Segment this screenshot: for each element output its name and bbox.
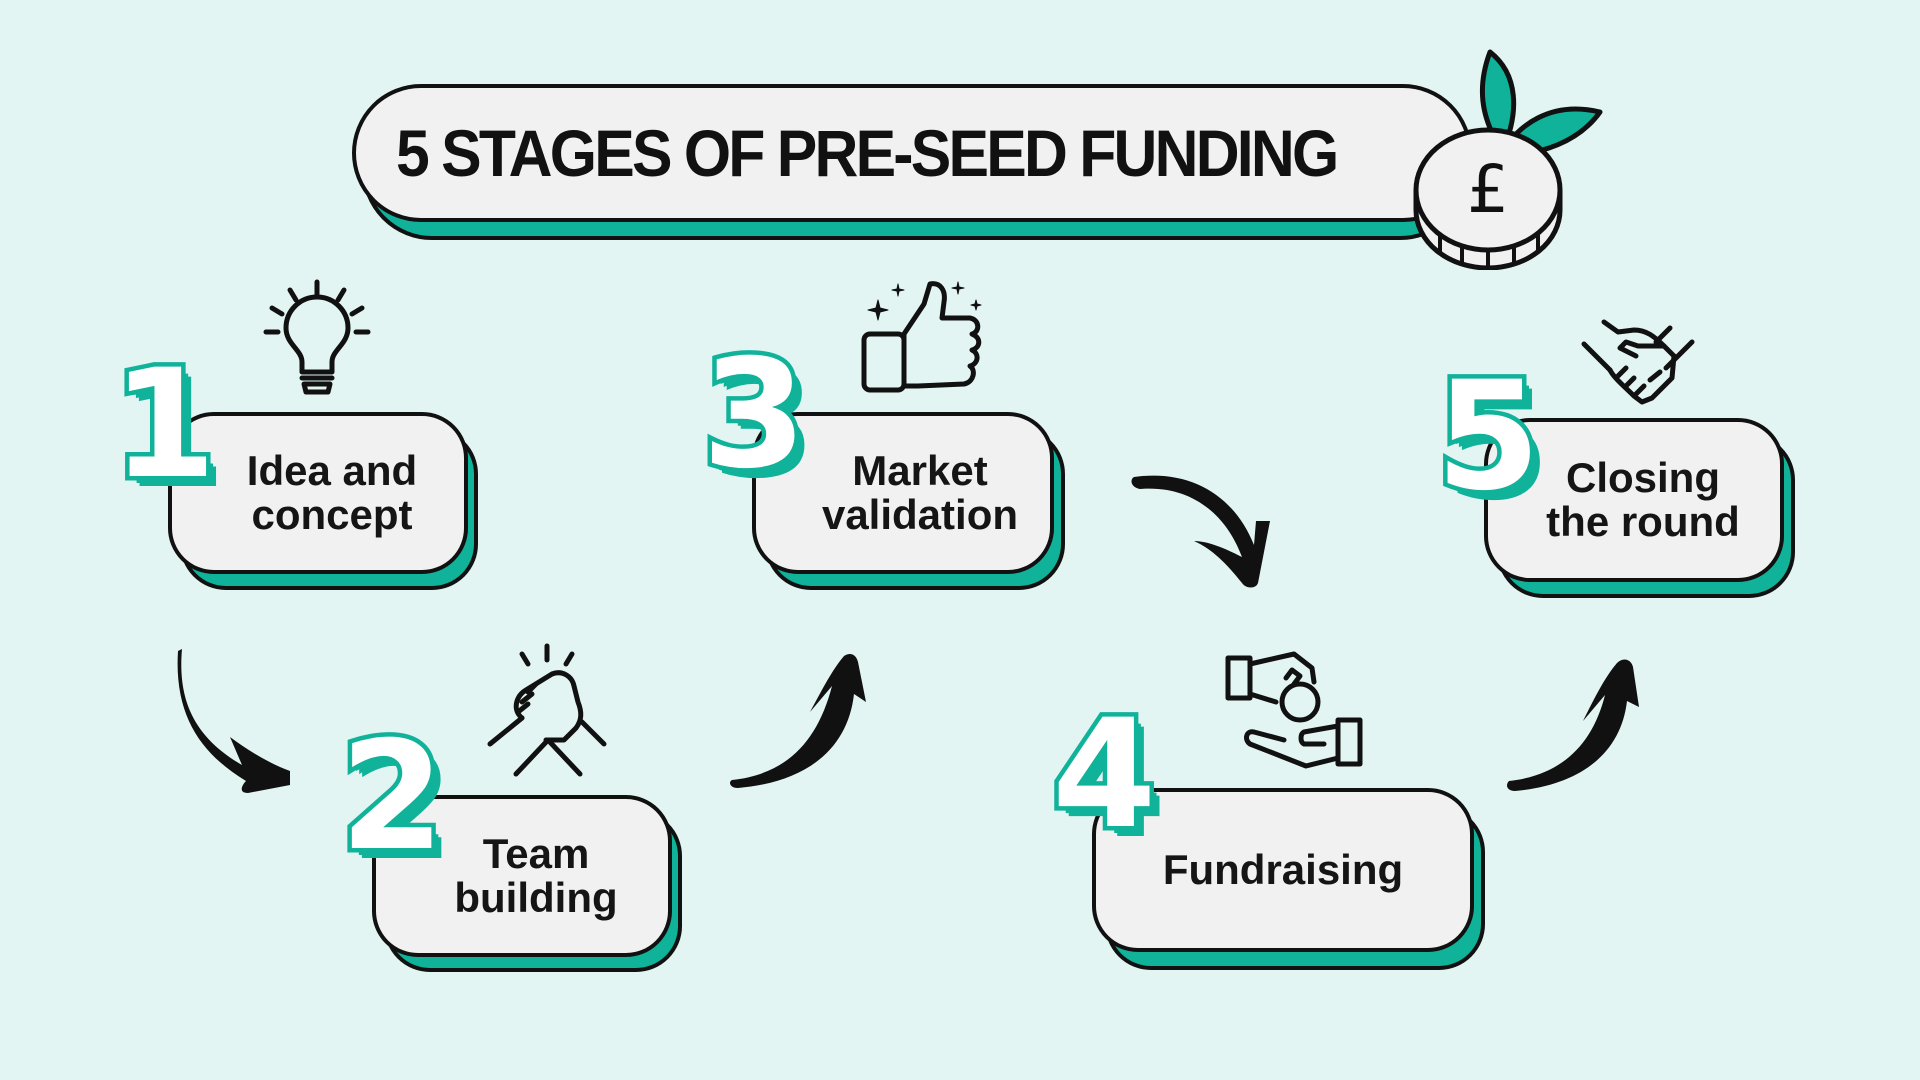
lightbulb-icon [262,278,372,401]
stage-2-label: Team building [454,830,618,921]
stage-2-number: 2 [335,710,448,884]
stage-1-card: Idea and concept [168,412,468,574]
stage-5-label: Closing the round [1546,454,1740,545]
page-title: 5 STAGES OF PRE-SEED FUNDING [396,116,1339,190]
stage-5-number: 5 [1431,350,1544,524]
stage-3-card: Market validation [752,412,1054,574]
title-pill: 5 STAGES OF PRE-SEED FUNDING [352,84,1472,222]
arrow-2-to-3-icon [728,650,868,795]
stage-1-number: 1 [107,338,220,512]
stage-5-card: Closing the round [1484,418,1784,582]
stage-4-number: 4 [1047,688,1160,862]
hand-giving-coin-icon [1224,650,1364,775]
handshake-icon [1580,316,1696,411]
stage-3-number: 3 [697,328,810,502]
stage-3-label: Market validation [821,447,1019,538]
clasped-hands-icon [482,640,612,785]
arrow-4-to-5-icon [1505,655,1645,800]
arrow-1-to-2-icon [170,645,300,800]
thumbs-up-icon [858,278,988,401]
stage-1-label: Idea and concept [246,447,418,538]
stage-4-label: Fundraising [1162,846,1404,893]
pound-coin-sprout-icon: £ [1410,40,1610,271]
stage-2-card: Team building [372,795,672,957]
arrow-3-to-4-icon [1130,465,1280,600]
stage-4-card: Fundraising [1092,788,1474,952]
svg-text:£: £ [1467,151,1509,228]
